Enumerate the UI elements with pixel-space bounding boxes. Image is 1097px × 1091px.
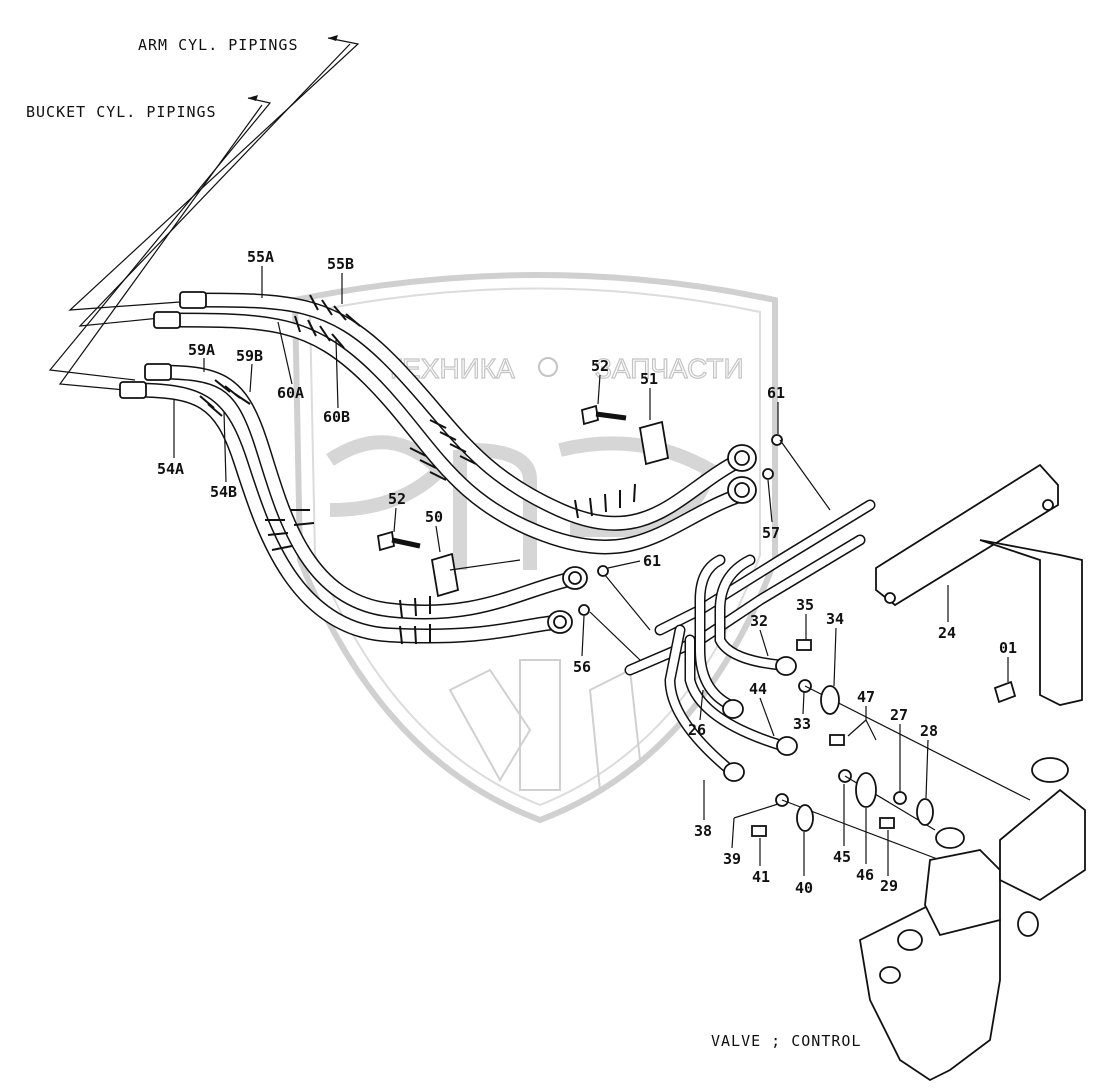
- label-24: 24: [938, 624, 956, 642]
- label-41: 41: [752, 868, 770, 886]
- bolt-35: [796, 639, 812, 651]
- label-51: 51: [640, 370, 658, 388]
- label-46: 46: [856, 866, 874, 884]
- label-61-lower: 61: [643, 552, 661, 570]
- o-rings: [578, 434, 907, 807]
- hose-end-54a: [119, 381, 147, 399]
- bucket-leader-outer: [48, 97, 272, 381]
- label-55a: 55A: [247, 248, 274, 266]
- header-labels: ARM CYL. PIPINGS BUCKET CYL. PIPINGS: [26, 35, 360, 391]
- label-47: 47: [857, 688, 875, 706]
- bolt-41: [751, 825, 767, 837]
- label-52-upper: 52: [591, 357, 609, 375]
- label-57: 57: [762, 524, 780, 542]
- label-28: 28: [920, 722, 938, 740]
- label-60a: 60A: [277, 384, 304, 402]
- label-50: 50: [425, 508, 443, 526]
- bucket-cyl-pipings-title: BUCKET CYL. PIPINGS: [26, 103, 217, 121]
- label-40: 40: [795, 879, 813, 897]
- callout-labels: 55A 55B 59A 59B 60A 60B 54A 54B 52 51 61…: [157, 248, 1017, 897]
- label-29: 29: [880, 877, 898, 895]
- flanges: [751, 639, 934, 837]
- label-54a: 54A: [157, 460, 184, 478]
- label-34: 34: [826, 610, 844, 628]
- label-61-upper: 61: [767, 384, 785, 402]
- hose-end-59a: [144, 363, 172, 381]
- label-59b: 59B: [236, 347, 263, 365]
- bucket-hoses: [119, 363, 588, 645]
- bolt-01: [993, 680, 1017, 704]
- label-38: 38: [694, 822, 712, 840]
- label-45: 45: [833, 848, 851, 866]
- label-39: 39: [723, 850, 741, 868]
- label-35: 35: [796, 596, 814, 614]
- label-54b: 54B: [210, 483, 237, 501]
- bracket-24: [875, 463, 1083, 706]
- arm-leader-inner: [78, 43, 351, 327]
- label-55b: 55B: [327, 255, 354, 273]
- label-56: 56: [573, 658, 591, 676]
- control-valve-title: VALVE ; CONTROL: [711, 1032, 861, 1050]
- label-27: 27: [890, 706, 908, 724]
- gear-icon: [538, 357, 558, 377]
- label-01: 01: [999, 639, 1017, 657]
- label-32: 32: [750, 612, 768, 630]
- fitting-upper-right: [727, 444, 757, 504]
- control-valve: [859, 757, 1086, 1082]
- bucket-leader-inner: [58, 104, 263, 391]
- arm-leader-outer: [68, 37, 360, 311]
- label-60b: 60B: [323, 408, 350, 426]
- clamps: [376, 404, 670, 598]
- label-33: 33: [793, 715, 811, 733]
- label-59a: 59A: [188, 341, 215, 359]
- hose-end-55a: [179, 291, 207, 309]
- bolt-47: [829, 734, 845, 746]
- steel-pipes: [624, 499, 1031, 861]
- label-26: 26: [688, 721, 706, 739]
- arm-cyl-pipings-title: ARM CYL. PIPINGS: [138, 36, 299, 54]
- watermark-right-text: ЗАПЧАСТИ: [595, 353, 744, 384]
- arm-hoses: [153, 291, 757, 555]
- label-44: 44: [749, 680, 767, 698]
- hose-end-60a: [153, 311, 181, 329]
- label-52-lower: 52: [388, 490, 406, 508]
- bolt-29: [879, 817, 895, 829]
